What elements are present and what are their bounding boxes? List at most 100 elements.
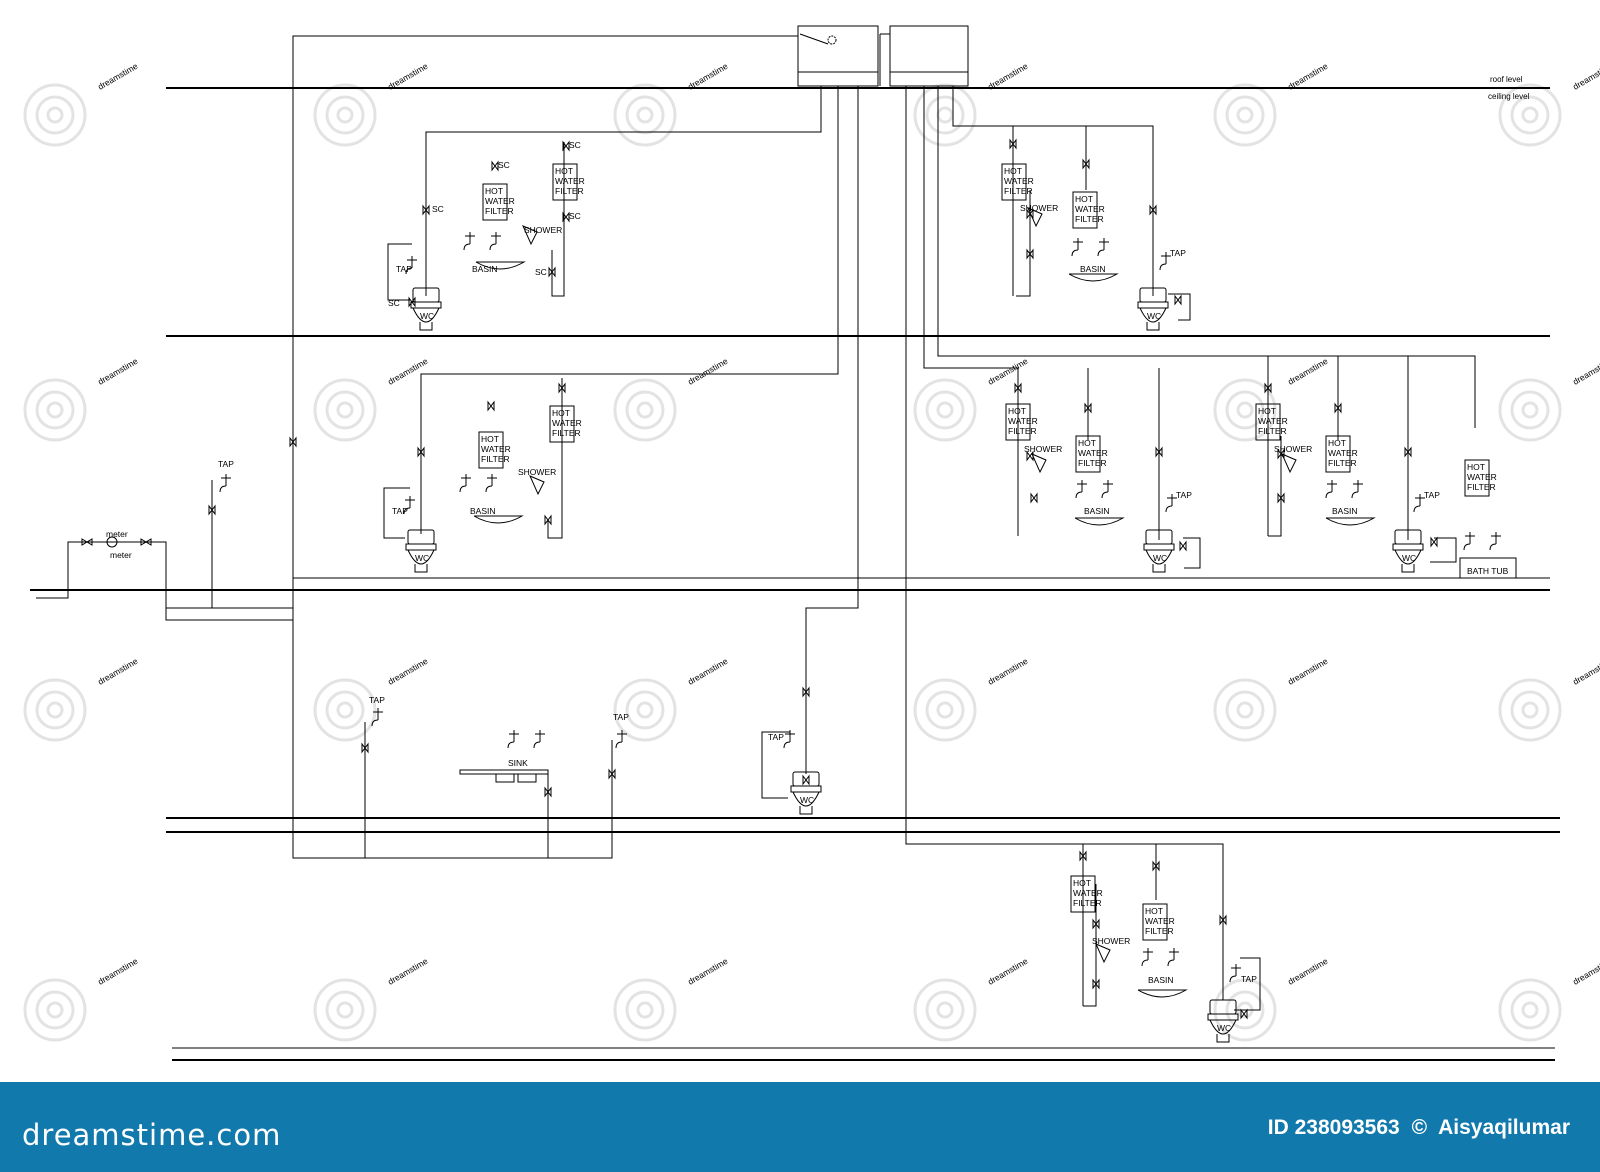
- watermark-spiral-icon: dreamstime: [1213, 61, 1330, 147]
- filter-label-line2: WATER: [552, 418, 582, 428]
- filter-label-line3: FILTER: [1328, 458, 1357, 468]
- tap-icon: [533, 730, 545, 749]
- watermark-text: dreamstime: [986, 956, 1030, 987]
- filter-label-line3: FILTER: [1145, 926, 1174, 936]
- watermark-spiral-icon: dreamstime: [23, 956, 140, 1042]
- image-id: ID 238093563: [1267, 1116, 1400, 1139]
- filter-label-line2: WATER: [555, 176, 585, 186]
- tap-icon: [485, 474, 497, 493]
- basin-label: BASIN: [1080, 264, 1106, 274]
- shower-head-icon: [522, 225, 538, 246]
- tap-icon: [1325, 480, 1337, 499]
- watermark-text: dreamstime: [386, 656, 430, 687]
- filter-label-line1: HOT: [552, 408, 570, 418]
- gate-valve-icon: [491, 160, 499, 172]
- roof-water-tanks: [797, 25, 969, 87]
- filter-label-line1: HOT: [1258, 406, 1276, 416]
- tap-label: TAP: [1176, 490, 1192, 500]
- plumbing-riser-diagram: dreamstime dreamstime dreamstime dreamstime…: [23, 25, 1600, 1061]
- gate-valve-icon: [81, 538, 93, 546]
- tap-label: TAP: [1170, 248, 1186, 258]
- gate-valve-icon: [1152, 860, 1160, 872]
- tap-label: TAP: [768, 732, 784, 742]
- tap-icon: [403, 496, 415, 515]
- sink-counter: [459, 769, 549, 775]
- watermark-spiral-icon: dreamstime: [1498, 356, 1600, 442]
- watermark-spiral-icon: dreamstime: [1498, 656, 1600, 742]
- floor-lines: [30, 87, 1560, 1061]
- gate-valve-icon: [562, 140, 570, 152]
- wc-toilet-icon: WC: [1392, 529, 1424, 573]
- watermark-spiral-icon: dreamstime: [23, 61, 140, 147]
- shower-label: SHOWER: [1274, 444, 1312, 454]
- gate-valve-icon: [1430, 536, 1438, 548]
- filter-label-line1: HOT: [555, 166, 573, 176]
- basin-label: BASIN: [1148, 975, 1174, 985]
- gate-valve-icon: [417, 446, 425, 458]
- gate-valve-icon: [802, 686, 810, 698]
- filter-label-line3: FILTER: [485, 206, 514, 216]
- filter-label-line2: WATER: [1004, 176, 1034, 186]
- tap-label: TAP: [369, 695, 385, 705]
- wc-label: WC: [1153, 553, 1167, 563]
- gate-valve-icon: [548, 266, 556, 278]
- filter-label-line2: WATER: [1145, 916, 1175, 926]
- watermark-spiral-icon: dreamstime: [23, 356, 140, 442]
- wc-toilet-icon: WC: [1207, 999, 1239, 1043]
- gate-valve-icon: [408, 296, 416, 308]
- wc-toilet-icon: WC: [410, 287, 442, 331]
- watermark-spiral-icon: dreamstime: [913, 956, 1030, 1042]
- basin-label: BASIN: [472, 264, 498, 274]
- tap-label: TAP: [613, 712, 629, 722]
- gate-valve-icon: [1030, 492, 1038, 504]
- gate-valve-icon: [361, 742, 369, 754]
- wc-toilet-icon: WC: [1137, 287, 1169, 331]
- filter-label-line2: WATER: [481, 444, 511, 454]
- basin-label: BASIN: [470, 506, 496, 516]
- filter-label-line3: FILTER: [1467, 482, 1496, 492]
- watermark-spiral-icon: dreamstime: [23, 656, 140, 742]
- sc-label: SC: [569, 140, 581, 150]
- filter-label-line3: FILTER: [1258, 426, 1287, 436]
- tap-icon: [1097, 238, 1109, 257]
- brand-logo: dreamstime.com: [22, 1118, 282, 1152]
- filter-label-line1: HOT: [1004, 166, 1022, 176]
- watermark-text: dreamstime: [986, 656, 1030, 687]
- sc-label: SC: [388, 298, 400, 308]
- gate-valve-icon: [544, 514, 552, 526]
- tap-icon: [783, 730, 795, 749]
- watermark-text: dreamstime: [96, 956, 140, 987]
- filter-label-line1: HOT: [1073, 878, 1091, 888]
- filter-label-line3: FILTER: [1073, 898, 1102, 908]
- tap-icon: [1159, 252, 1171, 271]
- tap-label: TAP: [1241, 974, 1257, 984]
- watermark-spiral-icon: dreamstime: [313, 956, 430, 1042]
- watermark-text: dreamstime: [686, 356, 730, 387]
- gate-valve-icon: [1240, 1008, 1248, 1020]
- gate-valve-icon: [1092, 918, 1100, 930]
- basin-icon: [473, 515, 524, 524]
- gate-valve-icon: [1014, 382, 1022, 394]
- gate-valve-icon: [558, 382, 566, 394]
- shower-label: SHOWER: [1092, 936, 1130, 946]
- gate-valve-icon: [1219, 914, 1227, 926]
- tap-icon: [1075, 480, 1087, 499]
- wc-label: WC: [1147, 311, 1161, 321]
- roof-level-label: roof level: [1490, 75, 1523, 84]
- gate-valve-icon: [422, 204, 430, 216]
- shower-label: SHOWER: [518, 467, 556, 477]
- bath-tub-icon: [1459, 557, 1517, 579]
- watermark-spiral-icon: dreamstime: [613, 956, 730, 1042]
- shower-head-icon: [1027, 207, 1043, 228]
- watermark-spiral-icon: dreamstime: [613, 656, 730, 742]
- watermark-spiral-icon: dreamstime: [913, 656, 1030, 742]
- gate-valve-icon: [608, 768, 616, 780]
- basin-icon: [1325, 517, 1376, 526]
- watermark-text: dreamstime: [1286, 356, 1330, 387]
- tap-icon: [463, 232, 475, 251]
